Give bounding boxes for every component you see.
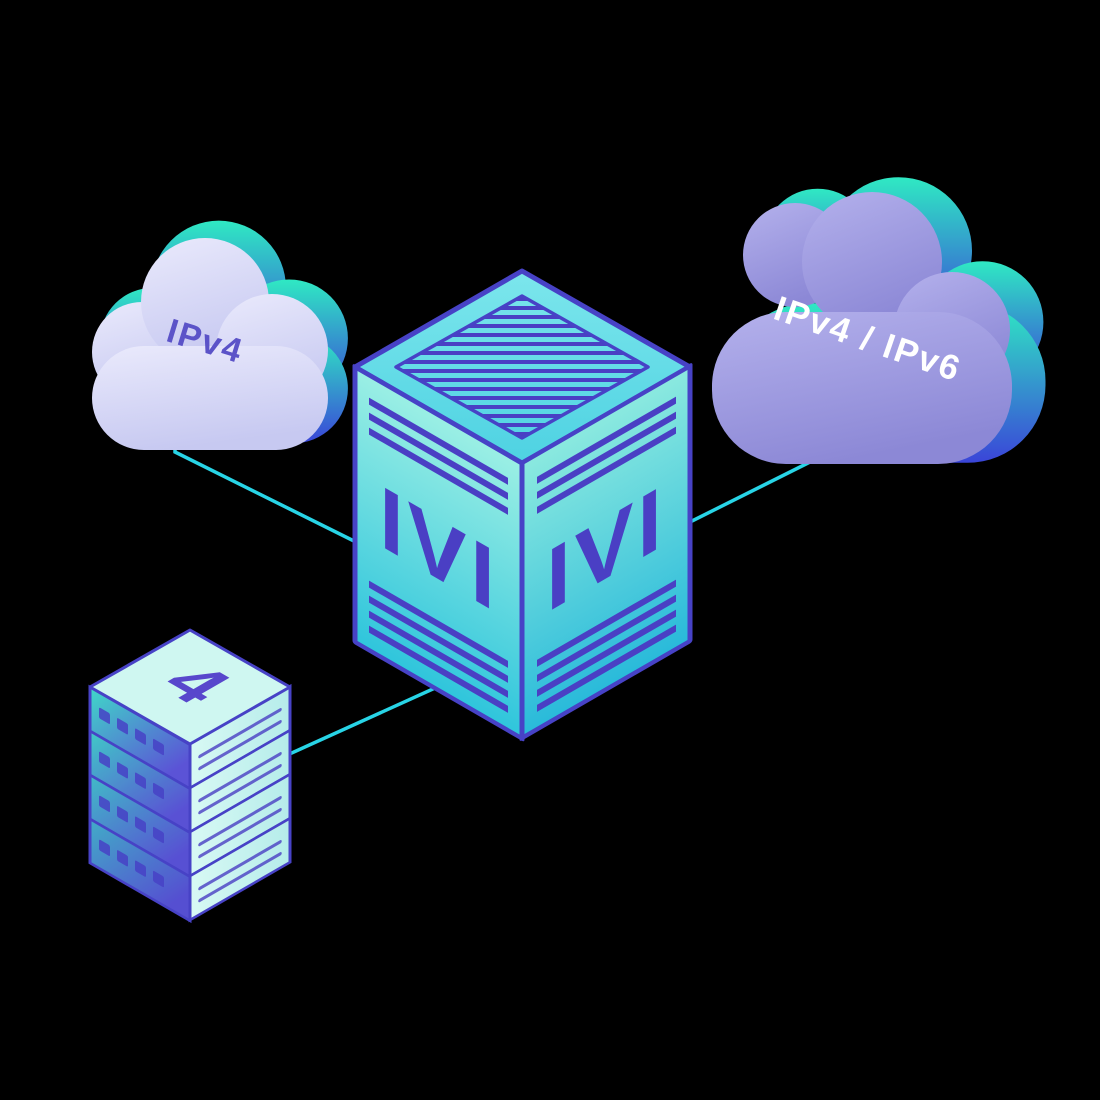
server-top-face [88,628,292,746]
server-unit-vents [198,840,282,903]
ivi-translator-box: IVI IVI [352,268,693,742]
server-unit-buttons [99,707,164,756]
face-stripe [537,594,676,682]
server-vent-slot [198,808,282,859]
face-stripe [369,625,508,713]
ipv4-cloud: IPv4 [92,220,348,450]
ipv4-cloud-body [92,238,328,450]
server-vent-slot [198,752,282,803]
server-stack: 4 [88,628,292,924]
face-stripe [369,412,508,500]
server-unit-vents [198,752,282,815]
server-button [117,850,128,867]
face-stripe [537,579,676,667]
dual-stack-cloud: IPv4 / IPv6 [712,177,1046,464]
server-vent-slot [198,764,282,815]
face-stripe [537,426,676,514]
box-top-face-inner-border [394,294,650,440]
server-button [99,751,110,768]
server-button [117,806,128,823]
face-stripe [369,595,508,683]
cloud-base [712,312,1012,464]
cloud-base [92,346,328,450]
dual-stack-cloud-body [712,192,1012,464]
server-vent-slot [198,720,282,771]
server-button [117,718,128,735]
server-button [153,827,164,844]
server-button [153,783,164,800]
face-stripe [537,396,676,484]
box-right-face-stripes [537,396,676,712]
server-button [117,762,128,779]
server-button [153,739,164,756]
server-button [135,860,146,877]
server-unit-buttons [99,751,164,800]
server-unit [88,727,292,836]
server-button [99,707,110,724]
server-unit [88,815,292,924]
server-unit-vents [198,708,282,771]
face-stripe [369,580,508,668]
face-stripe [537,411,676,499]
face-stripe [537,624,676,712]
server-button [99,795,110,812]
server-button [135,772,146,789]
server-button [135,728,146,745]
face-stripe [537,609,676,697]
box-left-face-stripes [369,397,508,713]
server-button [135,816,146,833]
server-vent-slot [198,796,282,847]
server-unit-vents [198,796,282,859]
box-left-face: IVI [352,364,525,742]
server-vent-slot [198,708,282,759]
server-unit-right-face [188,815,292,923]
server-button [153,871,164,888]
server-unit [88,771,292,880]
face-stripe [369,427,508,515]
server-unit-buttons [99,795,164,844]
face-stripe [369,610,508,698]
server-unit-buttons [99,839,164,888]
server-vent-slot [198,852,282,903]
server-button [99,839,110,856]
server-vent-slot [198,840,282,891]
box-right-face: IVI [519,363,693,741]
face-stripe [369,397,508,485]
